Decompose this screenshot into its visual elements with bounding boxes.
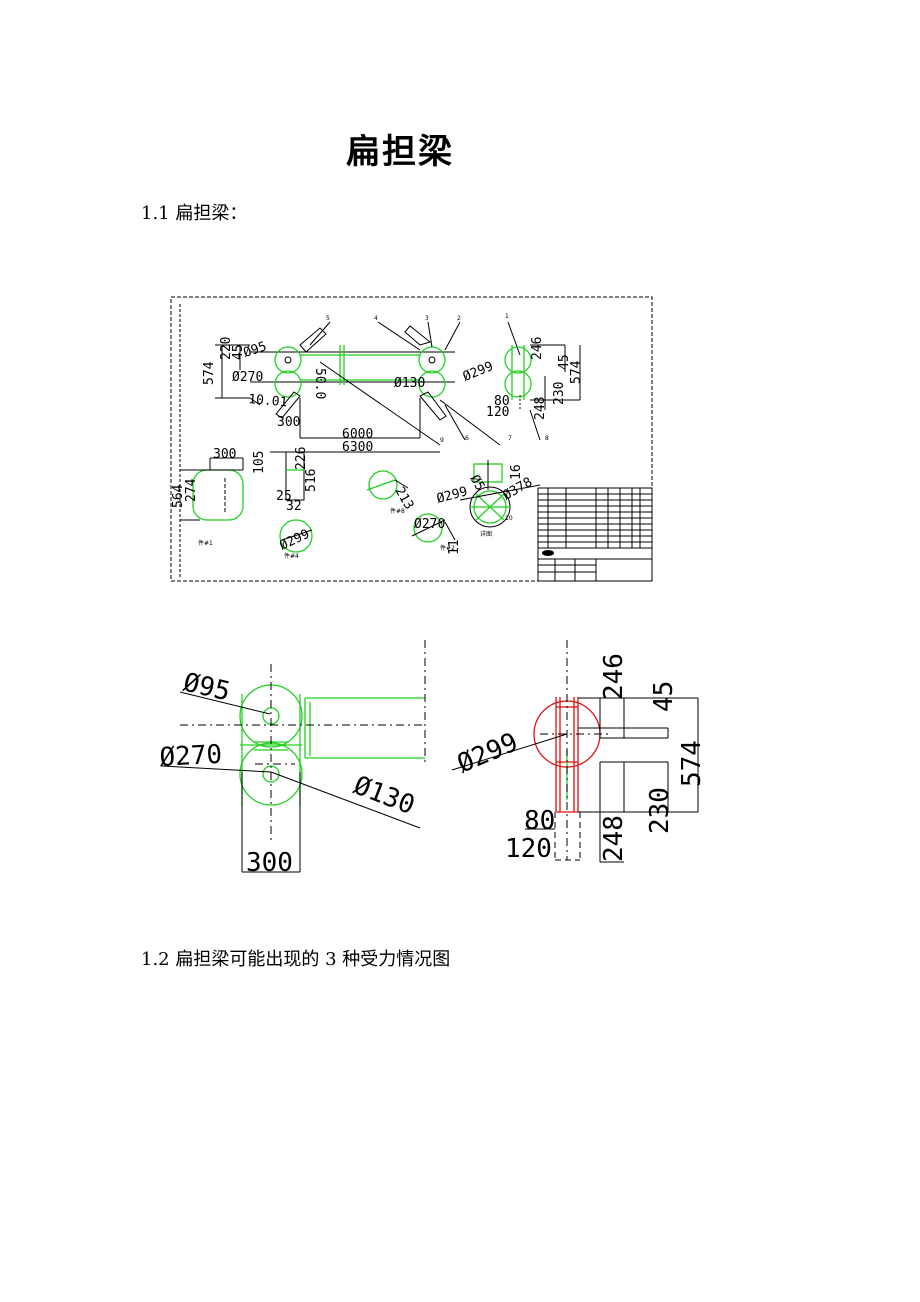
part-label-9: 9 bbox=[440, 437, 444, 444]
detail-dim-80: 80 bbox=[524, 806, 555, 836]
detail-dim-300: 300 bbox=[246, 848, 293, 878]
detail-left: Ø95 Ø270 Ø130 300 bbox=[159, 640, 426, 878]
dim-574: 574 bbox=[202, 361, 217, 385]
dim-32: 32 bbox=[286, 499, 302, 514]
detail-dia270: Ø270 bbox=[159, 740, 223, 773]
dim-dia299b: Ø299 bbox=[277, 527, 312, 554]
part-label-5: 5 bbox=[326, 315, 330, 322]
dim-226: 226 bbox=[294, 447, 309, 470]
dim-516: 516 bbox=[304, 469, 319, 492]
dim-16: 16 bbox=[509, 464, 524, 480]
detail-dim-574: 574 bbox=[677, 740, 707, 787]
detail-dia299: Ø299 bbox=[453, 727, 522, 779]
part-label-3: 3 bbox=[425, 315, 429, 322]
detail-dim-45: 45 bbox=[649, 681, 679, 712]
part-tag-2: 件#2 bbox=[440, 544, 455, 552]
dim-6000: 6000 bbox=[342, 427, 373, 442]
detail-dim-248: 248 bbox=[599, 815, 629, 862]
dim-dia299: Ø299 bbox=[461, 359, 496, 385]
dim-248: 248 bbox=[533, 397, 548, 420]
part-tag-10: 详图 bbox=[480, 530, 492, 538]
detail-dia95: Ø95 bbox=[180, 668, 233, 708]
section-heading-2: 1.2 扁担梁可能出现的 3 种受力情况图 bbox=[141, 949, 451, 970]
dim-246: 246 bbox=[530, 337, 545, 360]
part-tag-1: 件#1 bbox=[198, 539, 213, 547]
part-label-1: 1 bbox=[505, 313, 509, 320]
dim-10: 10.01 bbox=[248, 392, 288, 410]
detail-dim-246: 246 bbox=[599, 653, 629, 700]
section-heading-1: 1.1 扁担梁： bbox=[141, 203, 248, 224]
part-label-4: 4 bbox=[374, 315, 378, 322]
dim-dia95: Ø95 bbox=[242, 339, 269, 361]
part-label-10: 10 bbox=[505, 515, 513, 522]
dim-6300: 6300 bbox=[342, 440, 373, 455]
dim-274: 274 bbox=[184, 478, 199, 502]
part-label-8: 8 bbox=[545, 435, 549, 442]
dim-230: 230 bbox=[552, 382, 567, 405]
part-label-2: 2 bbox=[457, 315, 461, 322]
dim-45b: 45 bbox=[557, 354, 572, 370]
dim-50: 50.0 bbox=[312, 368, 327, 399]
dim-574b: 574 bbox=[569, 360, 584, 384]
page-title: 扁担梁 bbox=[346, 132, 454, 172]
detail-right: 246 45 Ø299 574 80 230 120 248 bbox=[451, 640, 707, 864]
cad-sheet: 5 4 3 2 1 6 7 8 9 10 574 220 45 Ø95 Ø270… bbox=[170, 296, 653, 582]
dim-25: 25 bbox=[276, 489, 292, 504]
dim-80: 80 bbox=[494, 394, 510, 409]
dim-120: 120 bbox=[486, 405, 509, 420]
dim-45: 45 bbox=[231, 344, 246, 360]
dim-564: 564 bbox=[171, 484, 186, 508]
part-label-7: 7 bbox=[508, 435, 512, 442]
dim-dia299c: Ø299 bbox=[435, 484, 469, 507]
dim-dia270: Ø270 bbox=[232, 370, 263, 385]
detail-dim-120: 120 bbox=[505, 834, 552, 864]
part-tag-8: 件#8 bbox=[390, 507, 405, 515]
part-tag-4: 件#4 bbox=[284, 552, 299, 560]
dim-dia270b: Ø270 bbox=[414, 517, 445, 532]
detail-dia130: Ø130 bbox=[349, 771, 418, 821]
dim-105: 105 bbox=[252, 451, 267, 474]
part-label-6: 6 bbox=[465, 435, 469, 442]
dim-dia130: Ø130 bbox=[394, 376, 425, 391]
dim-dia5: Ø5 bbox=[467, 473, 488, 494]
detail-dim-230: 230 bbox=[645, 787, 675, 834]
dim-220: 220 bbox=[219, 337, 234, 360]
dim-300b: 300 bbox=[213, 447, 236, 462]
dim-300: 300 bbox=[277, 415, 300, 430]
dim-11: 11 bbox=[447, 539, 462, 555]
